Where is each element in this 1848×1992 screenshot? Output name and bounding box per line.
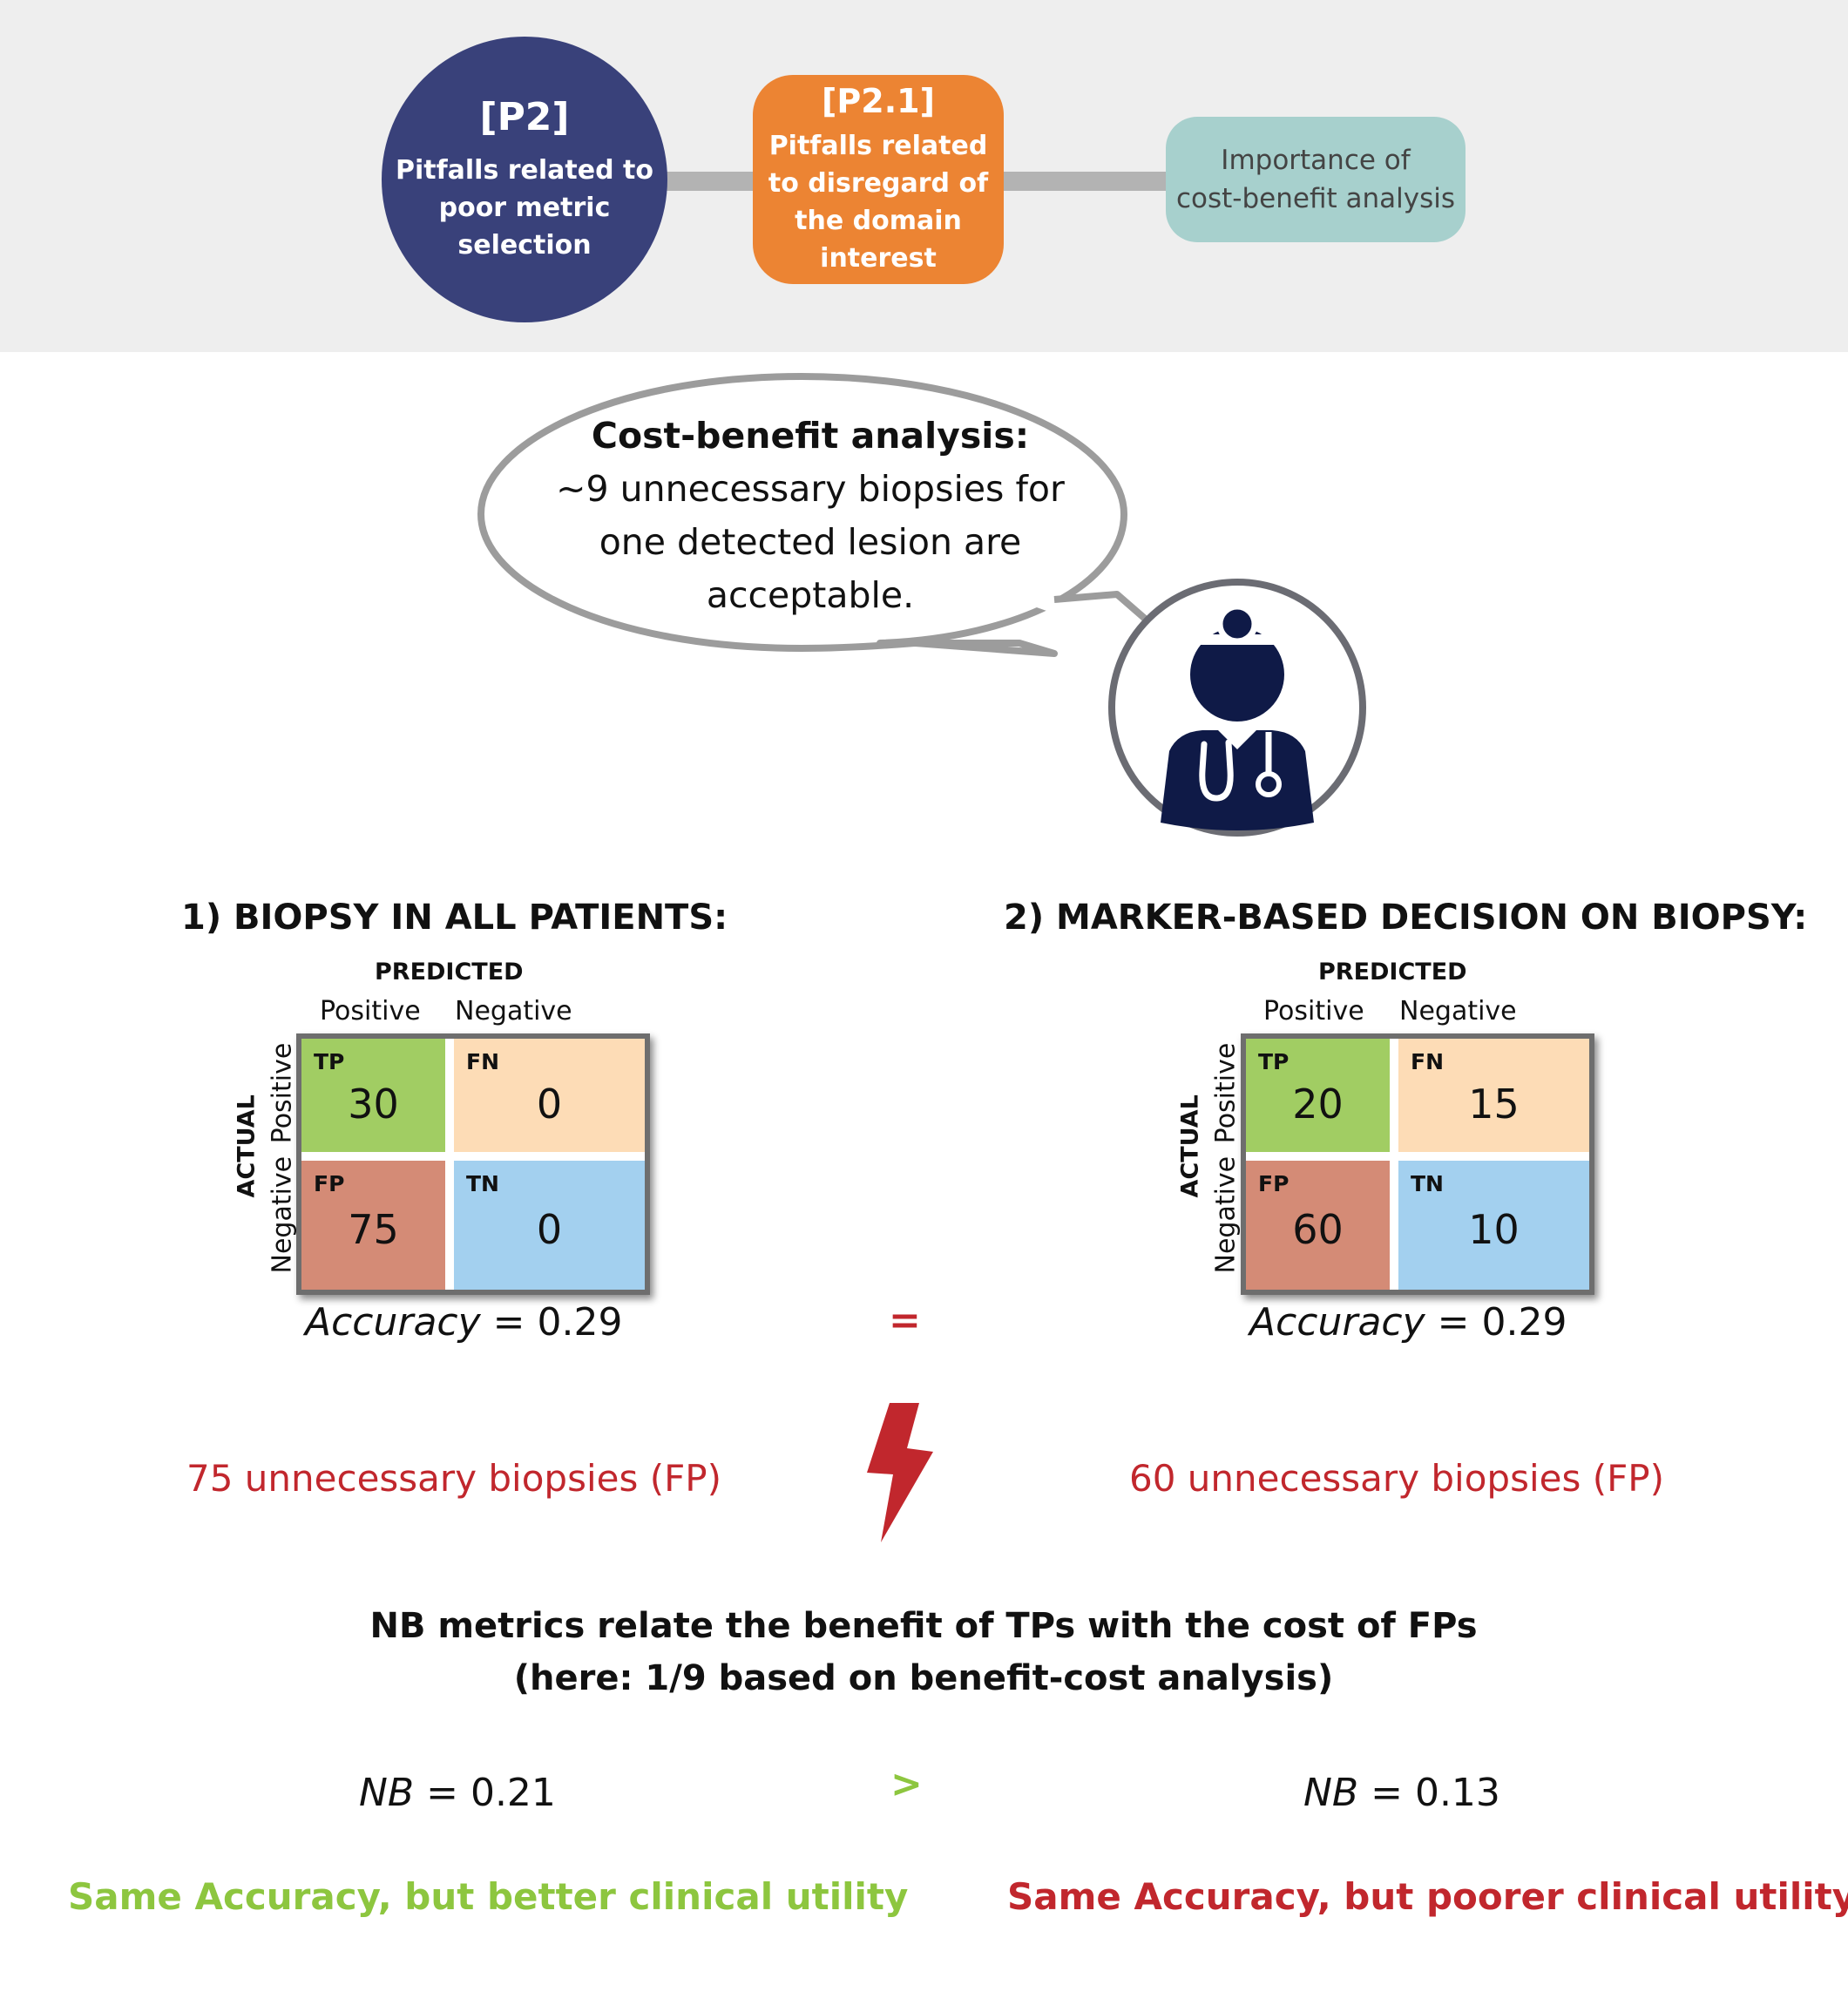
row-label-positive: Positive	[1210, 1042, 1242, 1144]
tp-cell: TP 30	[301, 1039, 445, 1152]
speech-bubble	[477, 373, 1127, 657]
fp-label: FP	[1258, 1171, 1290, 1196]
accuracy-name: Accuracy	[305, 1300, 481, 1345]
tp-cell: TP 20	[1246, 1039, 1390, 1152]
bubble-text: Cost-benefit analysis: ~9 unnecessary bi…	[488, 410, 1133, 622]
actual-label: ACTUAL	[233, 1094, 261, 1198]
tp-label: TP	[1258, 1049, 1290, 1074]
col-label-positive: Positive	[320, 996, 421, 1026]
actual-label: ACTUAL	[1176, 1094, 1204, 1198]
importance-desc-line: cost-benefit analysis	[1175, 183, 1456, 214]
p2-code: [P2]	[479, 95, 570, 139]
tn-value: 0	[536, 1206, 563, 1253]
p21-desc-line: to disregard of	[768, 168, 989, 199]
p2-desc-line: poor metric	[438, 193, 611, 223]
fp-label: FP	[314, 1171, 345, 1196]
confusion-matrix-left: TP 30 FN 0 FP 75 TN 0	[296, 1033, 650, 1295]
bubble-line: one detected lesion are	[599, 521, 1022, 563]
row-label-negative: Negative	[1210, 1155, 1242, 1274]
p21-desc-line: the domain	[795, 206, 962, 236]
connector-line	[1002, 172, 1169, 191]
row-label-negative: Negative	[267, 1155, 298, 1274]
nb-value: = 0.21	[414, 1771, 556, 1815]
importance-desc-line: Importance of	[1221, 145, 1411, 176]
fp-value: 60	[1292, 1206, 1344, 1253]
p21-desc-line: Pitfalls related	[768, 131, 988, 161]
nb-left: NB = 0.21	[359, 1771, 556, 1815]
tp-value: 30	[348, 1081, 399, 1128]
accuracy-right: Accuracy = 0.29	[1249, 1300, 1567, 1345]
p21-desc-line: interest	[820, 243, 937, 274]
tn-cell: TN 0	[454, 1161, 645, 1290]
p2-desc-line: selection	[457, 230, 592, 261]
fp-cell: FP 75	[301, 1161, 445, 1290]
predicted-label: PREDICTED	[1318, 959, 1467, 986]
doctor-with-stethoscope-icon	[1108, 579, 1366, 837]
nb-name: NB	[359, 1771, 415, 1815]
nb-right: NB = 0.13	[1303, 1771, 1500, 1815]
conclusion-right: Same Accuracy, but poorer clinical utili…	[1007, 1875, 1848, 1918]
nb-explanation-line: NB metrics relate the benefit of TPs wit…	[369, 1606, 1478, 1646]
accuracy-value: = 0.29	[480, 1300, 623, 1345]
predicted-label: PREDICTED	[375, 959, 524, 986]
p21-node: [P2.1] Pitfalls related to disregard of …	[753, 75, 1004, 284]
tn-label: TN	[466, 1171, 499, 1196]
tn-value: 10	[1468, 1206, 1520, 1253]
fp-cell: FP 60	[1246, 1161, 1390, 1290]
left-section-title: 1) BIOPSY IN ALL PATIENTS:	[181, 898, 728, 938]
fn-label: FN	[1411, 1049, 1445, 1074]
lightning-bolt-icon	[867, 1403, 933, 1542]
p2-node: [P2] Pitfalls related to poor metric sel…	[382, 37, 667, 322]
fp-note-left: 75 unnecessary biopsies (FP)	[186, 1457, 721, 1500]
nb-value: = 0.13	[1358, 1771, 1500, 1815]
p2-desc: Pitfalls related to poor metric selectio…	[396, 152, 653, 264]
p21-code: [P2.1]	[822, 82, 935, 120]
fn-label: FN	[466, 1049, 500, 1074]
fn-cell: FN 0	[454, 1039, 645, 1152]
equal-operator: =	[889, 1298, 921, 1343]
tp-label: TP	[314, 1049, 345, 1074]
accuracy-value: = 0.29	[1425, 1300, 1567, 1345]
accuracy-name: Accuracy	[1249, 1300, 1425, 1345]
col-label-positive: Positive	[1263, 996, 1364, 1026]
row-label-positive: Positive	[267, 1042, 298, 1144]
confusion-matrix-right: TP 20 FN 15 FP 60 TN 10	[1241, 1033, 1594, 1295]
fp-note-right: 60 unnecessary biopsies (FP)	[1129, 1457, 1664, 1500]
tn-cell: TN 10	[1398, 1161, 1589, 1290]
nb-name: NB	[1303, 1771, 1359, 1815]
fn-value: 0	[536, 1081, 563, 1128]
conclusion-left: Same Accuracy, but better clinical utili…	[68, 1875, 909, 1918]
p21-desc: Pitfalls related to disregard of the dom…	[768, 127, 988, 277]
accuracy-left: Accuracy = 0.29	[305, 1300, 622, 1345]
right-section-title: 2) MARKER-BASED DECISION ON BIOPSY:	[1004, 898, 1808, 938]
importance-node: Importance of cost-benefit analysis	[1166, 117, 1466, 242]
tp-value: 20	[1292, 1081, 1344, 1128]
nb-explanation: NB metrics relate the benefit of TPs wit…	[314, 1600, 1533, 1704]
bubble-line: acceptable.	[706, 574, 915, 616]
greater-operator: >	[890, 1762, 923, 1806]
tn-label: TN	[1411, 1171, 1444, 1196]
fn-cell: FN 15	[1398, 1039, 1589, 1152]
bubble-title: Cost-benefit analysis:	[591, 415, 1030, 457]
connector-line	[662, 172, 758, 191]
col-label-negative: Negative	[455, 996, 572, 1026]
fp-value: 75	[348, 1206, 399, 1253]
nb-explanation-line: (here: 1/9 based on benefit-cost analysi…	[513, 1658, 1334, 1698]
col-label-negative: Negative	[1399, 996, 1517, 1026]
p2-desc-line: Pitfalls related to	[395, 155, 653, 186]
fn-value: 15	[1468, 1081, 1520, 1128]
bubble-line: ~9 unnecessary biopsies for	[556, 468, 1065, 510]
